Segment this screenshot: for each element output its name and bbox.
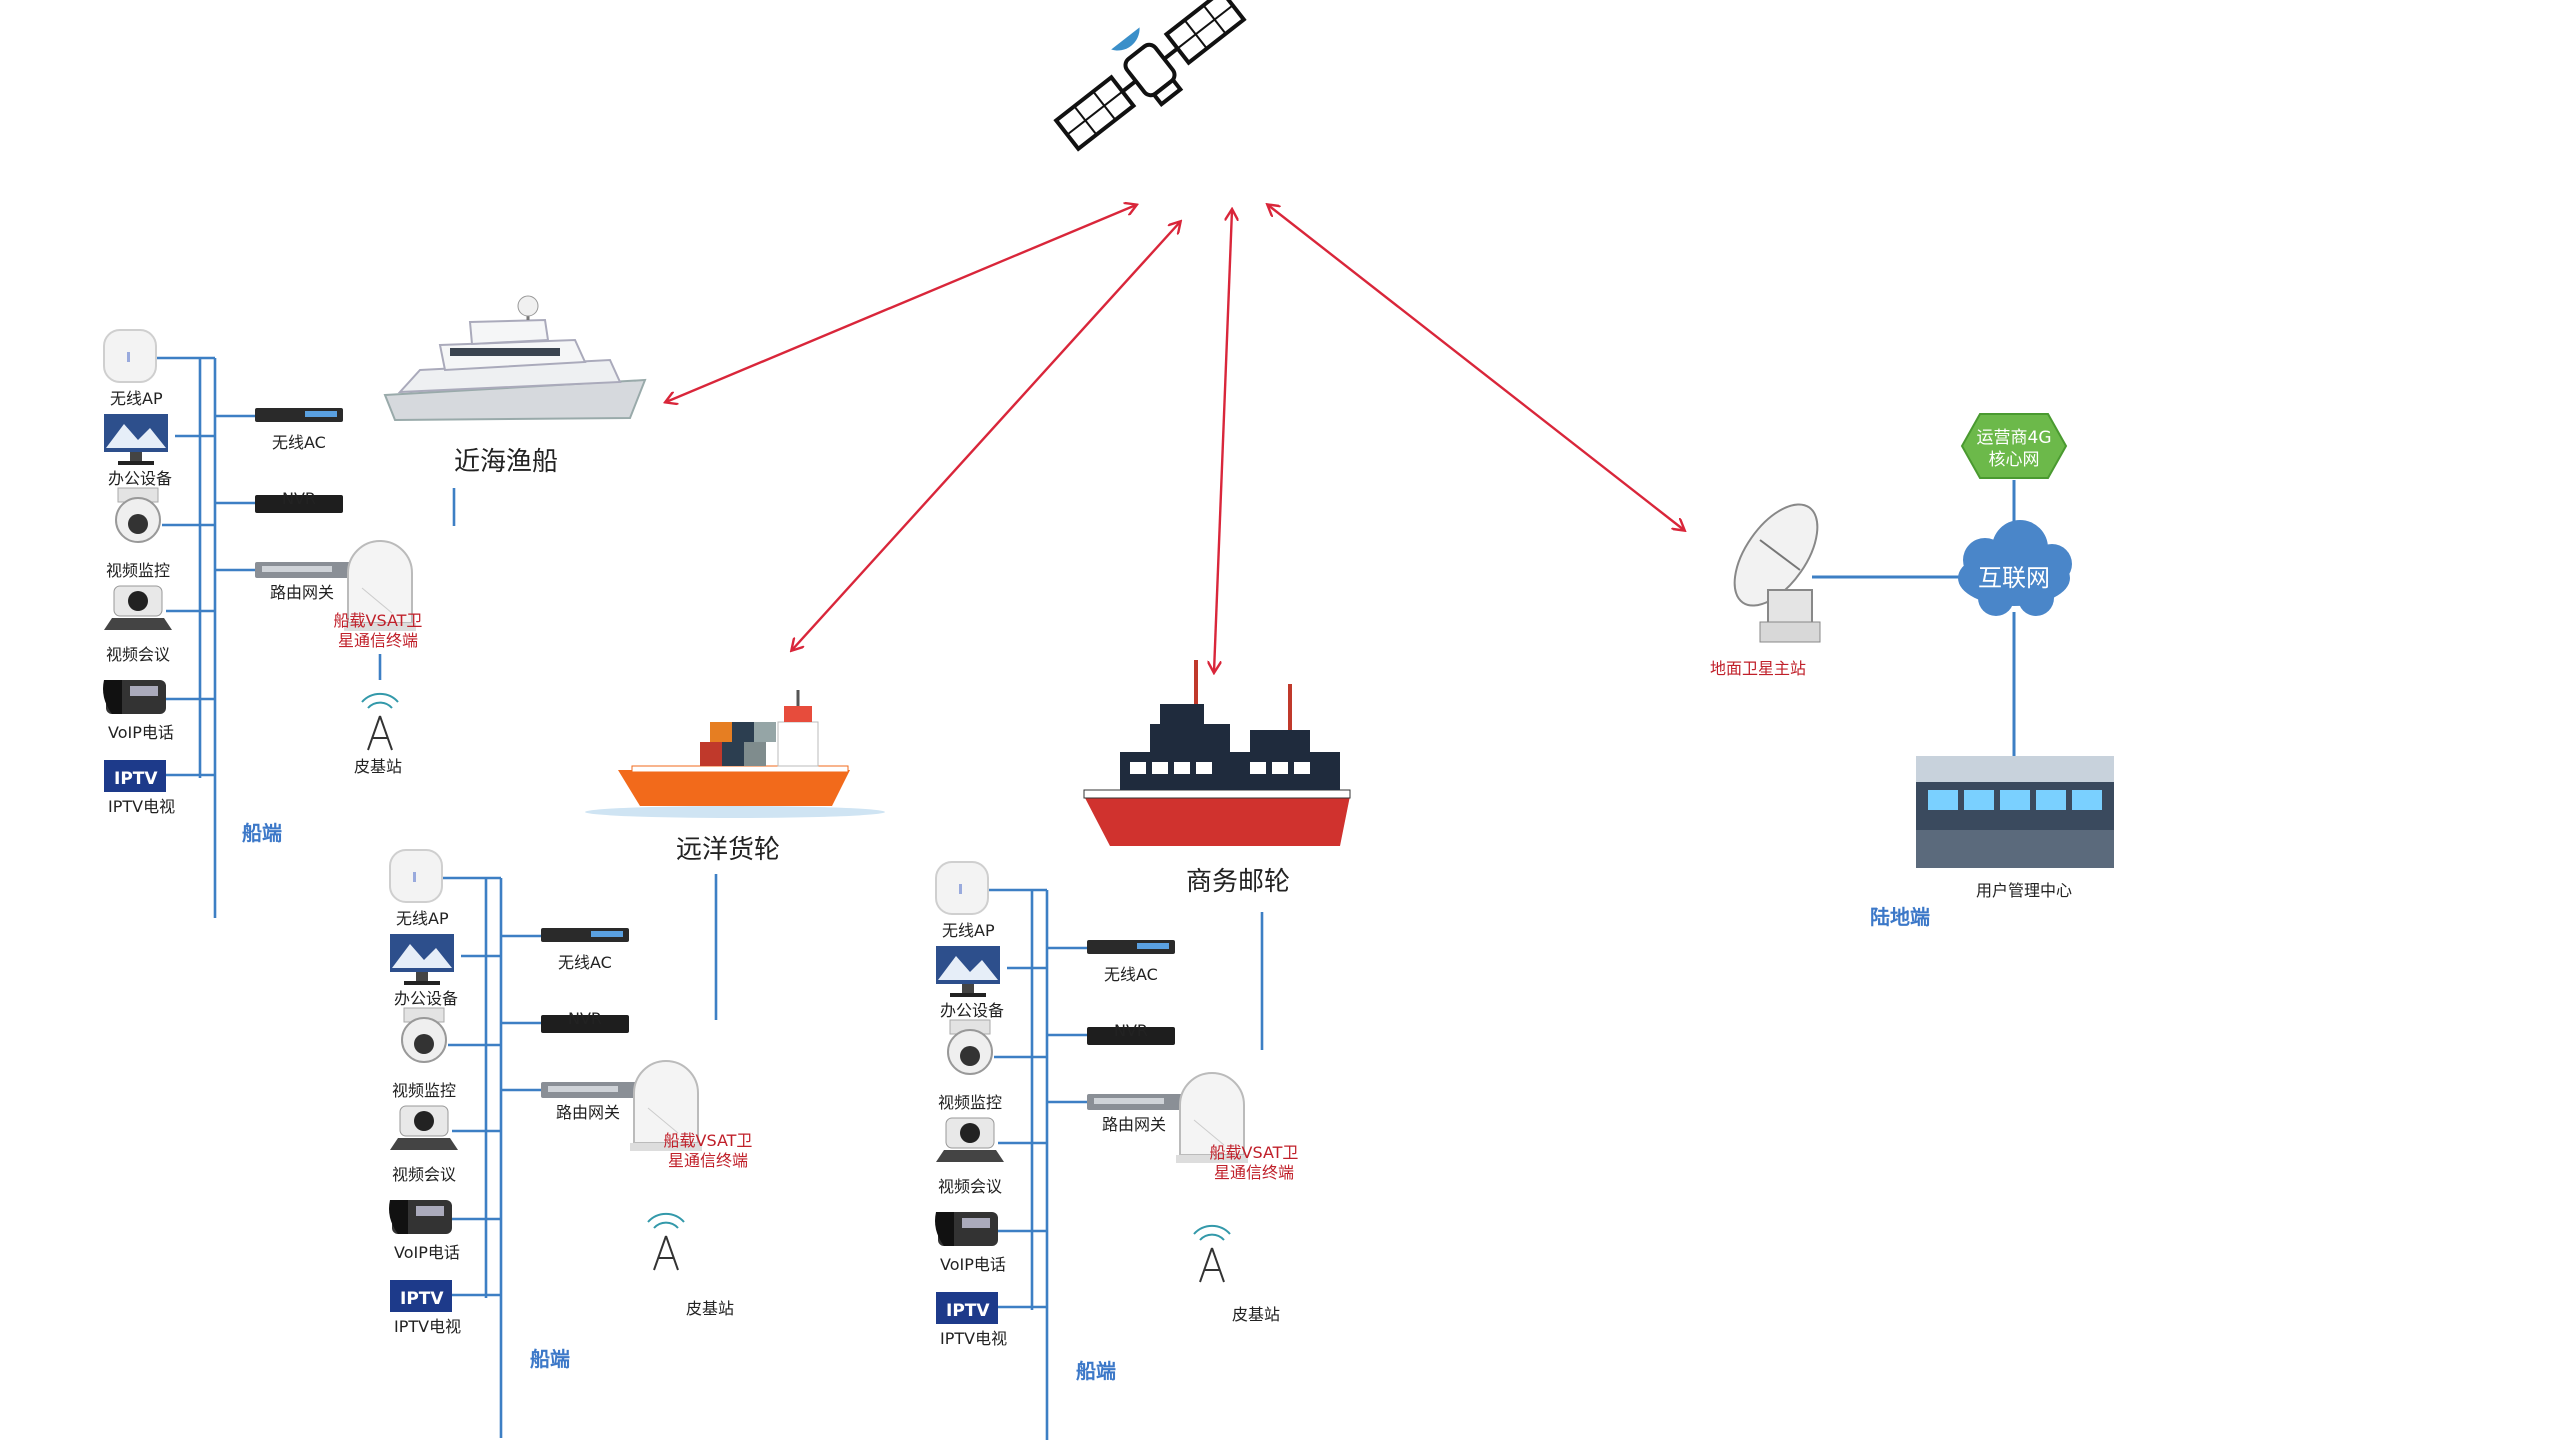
iptv-logo-text: IPTV (114, 769, 158, 789)
satellite-icon (1053, 0, 1247, 152)
device-label: 视频会议 (392, 1165, 456, 1184)
device-label: NVR (568, 1009, 602, 1028)
land-side-label: 陆地端 (1870, 905, 1930, 929)
device-label: VoIP电话 (108, 723, 174, 742)
device-label: 办公设备 (940, 1001, 1004, 1020)
ship-group-fishing-boat: 无线AP 办公设备 视频监控 视频会议 VoIP电话 IPTV电视 无线AC N… (101, 328, 423, 920)
vsat-label-2: 星通信终端 (1214, 1163, 1294, 1182)
management-center-image (1916, 756, 2114, 868)
device-label: 无线AP (396, 909, 449, 928)
vsat-label-1: 船载VSAT卫 (334, 611, 423, 630)
device-label: 无线AC (558, 953, 612, 972)
link-fishing-boat (666, 205, 1136, 402)
core-network-label-1: 运营商4G (1977, 428, 2052, 448)
fishing-boat-icon (383, 295, 647, 422)
ship-side-label: 船端 (530, 1347, 570, 1371)
core-network-hex-icon (1960, 413, 2068, 479)
ground-station-label: 地面卫星主站 (1710, 659, 1806, 678)
cruise-ship-icon (1083, 660, 1351, 846)
management-center-label: 用户管理中心 (1976, 881, 2072, 900)
device-label: 办公设备 (394, 989, 458, 1008)
iptv-logo-text: IPTV (946, 1301, 990, 1321)
device-label: 视频会议 (938, 1177, 1002, 1196)
internet-cloud-icon (1958, 520, 2072, 616)
ship-group-cruise-ship: 无线AP 办公设备 视频监控 视频会议 VoIP电话 IPTV电视 无线AC N… (933, 860, 1299, 1440)
satellite-links (666, 205, 1684, 672)
device-label: 无线AP (110, 389, 163, 408)
iptv-logo-text: IPTV (400, 1289, 444, 1309)
internet-label: 互联网 (1978, 564, 2050, 592)
ship-group-cargo-ship: 无线AP 办公设备 视频监控 视频会议 VoIP电话 IPTV电视 无线AC N… (387, 848, 753, 1440)
cruise-ship-label: 商务邮轮 (1186, 867, 1290, 897)
device-label: 路由网关 (1102, 1115, 1166, 1134)
core-network-label-2: 核心网 (1989, 450, 2040, 470)
link-ground-station (1268, 205, 1684, 530)
base-station-label: 皮基站 (354, 757, 402, 776)
device-label: 无线AC (272, 433, 326, 452)
land-links (1812, 480, 2016, 756)
vsat-label-2: 星通信终端 (338, 631, 418, 650)
device-label: 无线AP (942, 921, 995, 940)
device-label: 无线AC (1104, 965, 1158, 984)
link-cruise-ship (1214, 210, 1232, 672)
base-station-label: 皮基站 (686, 1299, 734, 1318)
device-label: IPTV电视 (940, 1329, 1007, 1348)
vsat-label-2: 星通信终端 (668, 1151, 748, 1170)
ship-side-label: 船端 (242, 821, 282, 845)
device-label: NVR (282, 489, 316, 508)
base-station-label: 皮基站 (1232, 1305, 1280, 1324)
device-label: 视频监控 (392, 1081, 456, 1100)
cargo-ship-label: 远洋货轮 (676, 835, 780, 865)
device-label: 路由网关 (270, 583, 334, 602)
device-label: 视频监控 (938, 1093, 1002, 1112)
device-label: VoIP电话 (394, 1243, 460, 1262)
fishing-boat-label: 近海渔船 (454, 447, 558, 477)
ground-station-dish-icon (1733, 503, 1821, 643)
device-label: 视频会议 (106, 645, 170, 664)
vsat-label-1: 船载VSAT卫 (1210, 1143, 1299, 1162)
device-label: IPTV电视 (108, 797, 175, 816)
vsat-label-1: 船载VSAT卫 (664, 1131, 753, 1150)
ship-side-label: 船端 (1076, 1359, 1116, 1383)
device-label: VoIP电话 (940, 1255, 1006, 1274)
device-label: NVR (1114, 1021, 1148, 1040)
device-label: IPTV电视 (394, 1317, 461, 1336)
cargo-ship-icon (585, 690, 885, 818)
device-label: 路由网关 (556, 1103, 620, 1122)
link-cargo-ship (792, 222, 1180, 650)
device-label: 视频监控 (106, 561, 170, 580)
device-label: 办公设备 (108, 469, 172, 488)
